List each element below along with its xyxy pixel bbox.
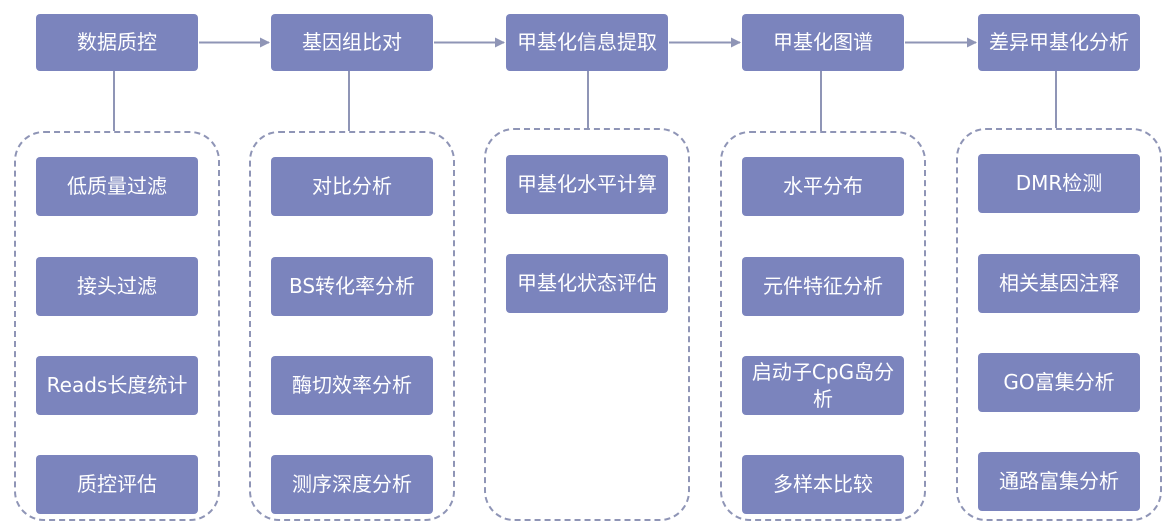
substep-group: [720, 131, 926, 521]
substep-group: [956, 128, 1162, 521]
step-box: 甲基化图谱: [742, 14, 904, 71]
substep-group: [14, 131, 220, 521]
substep-box: 对比分析: [271, 157, 433, 216]
substep-box: GO富集分析: [978, 353, 1140, 412]
substep-box: 接头过滤: [36, 257, 198, 316]
substep-box: 酶切效率分析: [271, 356, 433, 415]
substep-box: 多样本比较: [742, 455, 904, 514]
substep-box: 甲基化状态评估: [506, 254, 668, 313]
substep-box: 相关基因注释: [978, 254, 1140, 313]
substep-box: 低质量过滤: [36, 157, 198, 216]
step-box: 基因组比对: [271, 14, 433, 71]
substep-box: 元件特征分析: [742, 257, 904, 316]
substep-box: 质控评估: [36, 455, 198, 514]
substep-group: [484, 128, 690, 521]
step-box: 数据质控: [36, 14, 198, 71]
substep-box: DMR检测: [978, 154, 1140, 213]
substep-box: BS转化率分析: [271, 257, 433, 316]
substep-box: 启动子CpG岛分析: [742, 356, 904, 415]
substep-box: 通路富集分析: [978, 452, 1140, 511]
step-box: 甲基化信息提取: [506, 14, 668, 71]
substep-box: 测序深度分析: [271, 455, 433, 514]
substep-box: Reads长度统计: [36, 356, 198, 415]
step-box: 差异甲基化分析: [978, 14, 1140, 71]
substep-box: 水平分布: [742, 157, 904, 216]
substep-box: 甲基化水平计算: [506, 155, 668, 214]
substep-group: [249, 131, 455, 521]
